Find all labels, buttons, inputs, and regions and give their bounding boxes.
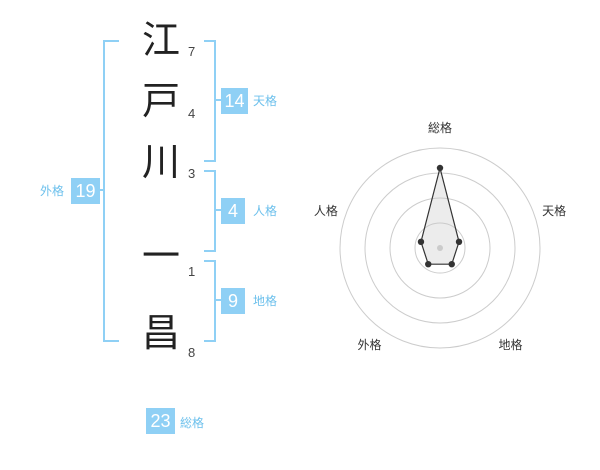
gaikaku-value: 19 <box>71 178 100 204</box>
jinkaku-value: 4 <box>221 198 245 224</box>
tenkaku-bracket <box>204 40 216 162</box>
name-char-3: 川 <box>141 140 180 184</box>
stroke-count-1: 7 <box>188 44 196 59</box>
soukaku-value: 23 <box>146 408 175 434</box>
name-char-4: 一 <box>141 234 180 278</box>
radar-ring-2 <box>389 197 491 299</box>
radar-point-3 <box>448 260 455 268</box>
gaikaku-label: 外格 <box>40 184 65 198</box>
tenkaku-connector <box>216 99 222 101</box>
jinkaku-label: 人格 <box>253 204 278 218</box>
tenkaku-label: 天格 <box>253 94 278 108</box>
soukaku-label: 総格 <box>180 416 205 430</box>
name-char-1: 江 <box>141 18 180 62</box>
radar-point-2 <box>455 238 463 246</box>
stroke-count-4: 1 <box>188 264 196 279</box>
radar-ring-3 <box>364 172 516 324</box>
radar-ring-4 <box>339 147 541 349</box>
gaikaku-bracket <box>103 40 119 342</box>
gaikaku-connector <box>96 189 104 191</box>
radar-center-dot <box>437 245 443 251</box>
radar-point-1 <box>436 164 444 172</box>
jinkaku-bracket <box>204 170 216 252</box>
radar-axis-label-3: 地格 <box>499 337 523 352</box>
radar-point-4 <box>425 260 432 268</box>
radar-axis-label-5: 人格 <box>314 203 338 218</box>
jinkaku-connector <box>216 209 222 211</box>
radar-axis-label-4: 外格 <box>357 337 381 352</box>
stroke-count-5: 8 <box>188 345 196 360</box>
chikaku-value: 9 <box>221 288 245 314</box>
tenkaku-value: 14 <box>221 88 248 114</box>
radar-axis-label-2: 天格 <box>542 203 566 218</box>
radar-point-5 <box>417 238 425 246</box>
stroke-count-2: 4 <box>188 106 196 121</box>
chikaku-connector <box>216 299 222 301</box>
chikaku-bracket <box>204 260 216 342</box>
name-char-5: 昌 <box>141 311 180 355</box>
chikaku-label: 地格 <box>253 294 278 308</box>
radar-polygon <box>420 167 460 265</box>
stroke-count-3: 3 <box>188 166 196 181</box>
radar-axis-label-1: 総格 <box>428 120 452 135</box>
radar-ring-1 <box>414 222 466 274</box>
name-char-2: 戸 <box>141 79 180 123</box>
